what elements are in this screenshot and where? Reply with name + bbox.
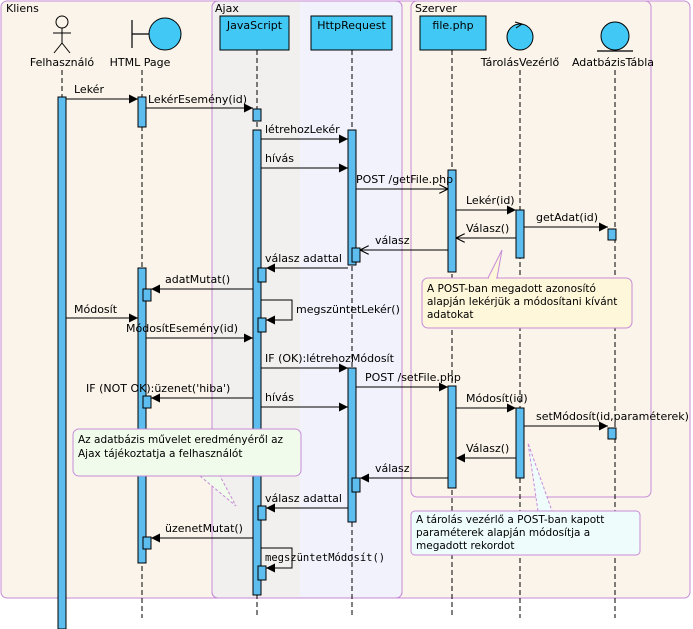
msg-megszuntet-modosit: megszüntetMódosít() bbox=[265, 552, 385, 564]
ajax-region-label: Ajax bbox=[215, 2, 239, 15]
entity-icon bbox=[597, 21, 633, 52]
file-php-box-label: file.php bbox=[432, 19, 473, 32]
javascript-box bbox=[219, 15, 290, 51]
msg-post-getfile: POST /getFile.php bbox=[356, 173, 453, 186]
actor-felhasznalo-label: Felhasználó bbox=[30, 56, 95, 69]
msg-valasz-adattal-2: válasz adattal bbox=[265, 492, 342, 505]
msg-post-setfile: POST /setFile.php bbox=[365, 371, 461, 384]
msg-valasz-3: Válasz() bbox=[466, 442, 509, 455]
note-1: A POST-ban megadott azonosító alapján le… bbox=[421, 249, 633, 329]
msg-leker-id: Lekér(id) bbox=[466, 194, 515, 207]
szerver-region-label: Szerver bbox=[415, 2, 457, 15]
control-icon bbox=[506, 21, 534, 51]
msg-set-modosit: setMódosít(id,paraméterek) bbox=[536, 410, 689, 423]
note-1-line-3: adatokat bbox=[427, 309, 474, 321]
msg-adat-mutat: adatMutat() bbox=[165, 273, 230, 286]
msg-valasz-adattal-1: válasz adattal bbox=[265, 252, 342, 265]
actor-adatbazis-tabla-label: AdatbázisTábla bbox=[572, 56, 654, 69]
message-arrows bbox=[66, 94, 608, 573]
note-2-line-1: Az adatbázis művelet eredményéről az bbox=[78, 434, 284, 446]
szerver-region bbox=[410, 0, 652, 498]
msg-leker-esemeny: LekérEsemény(id) bbox=[148, 93, 247, 106]
boundary-icon bbox=[131, 17, 182, 51]
actor-tarolas-vezerlo-label: TárolásVezérlő bbox=[480, 56, 560, 69]
note-3-line-2: paraméterek alapján módosítja a bbox=[416, 527, 590, 539]
note-1-line-2: alapján lekérjük a módosítani kívánt bbox=[427, 296, 617, 308]
msg-modosit-esemeny: MódosítEsemény(id) bbox=[126, 322, 238, 335]
msg-if-not-ok: IF (NOT OK):üzenet('hiba') bbox=[86, 382, 230, 395]
msg-hivas-1: hívás bbox=[265, 152, 294, 165]
kliens-region-label: Kliens bbox=[6, 2, 39, 15]
note-2: Az adatbázis művelet eredményéről az Aja… bbox=[72, 428, 302, 507]
note-2-line-2: Ajax tájékoztatja a felhasználót bbox=[78, 448, 242, 460]
msg-uzenet-mutat: üzenetMutat() bbox=[165, 522, 243, 535]
msg-valasz-2: válasz bbox=[375, 234, 410, 247]
activation-bars bbox=[57, 96, 617, 629]
note-3: A tárolás vezérlő a POST-ban kapott para… bbox=[410, 442, 641, 556]
msg-modosit: Módosít bbox=[74, 303, 118, 316]
msg-hivas-2: hívás bbox=[265, 391, 294, 404]
msg-leker: Lekér bbox=[74, 83, 104, 96]
note-3-line-3: megadott rekordot bbox=[416, 540, 514, 552]
note-1-line-1: A POST-ban megadott azonosító bbox=[427, 283, 596, 295]
note-3-line-1: A tárolás vezérlő a POST-ban kapott bbox=[416, 514, 604, 526]
stickman-actor-icon bbox=[53, 15, 71, 54]
msg-if-ok: IF (OK):létrehozMódosít bbox=[265, 352, 395, 365]
msg-modosit-id: Módosít(id) bbox=[466, 392, 528, 405]
actor-html-page-label: HTML Page bbox=[110, 56, 171, 69]
msg-letrehoz-leker: létrehozLekér bbox=[265, 123, 340, 136]
msg-valasz-4: válasz bbox=[375, 462, 410, 475]
msg-get-adat: getAdat(id) bbox=[536, 211, 598, 224]
javascript-box-label: JavaScript bbox=[226, 19, 283, 32]
httprequest-box bbox=[310, 15, 393, 51]
msg-valasz-1: Válasz() bbox=[466, 222, 509, 235]
httprequest-box-label: HttpRequest bbox=[317, 19, 386, 32]
file-php-box bbox=[419, 15, 487, 51]
msg-megszuntet-leker: megszüntetLekér() bbox=[296, 303, 400, 316]
